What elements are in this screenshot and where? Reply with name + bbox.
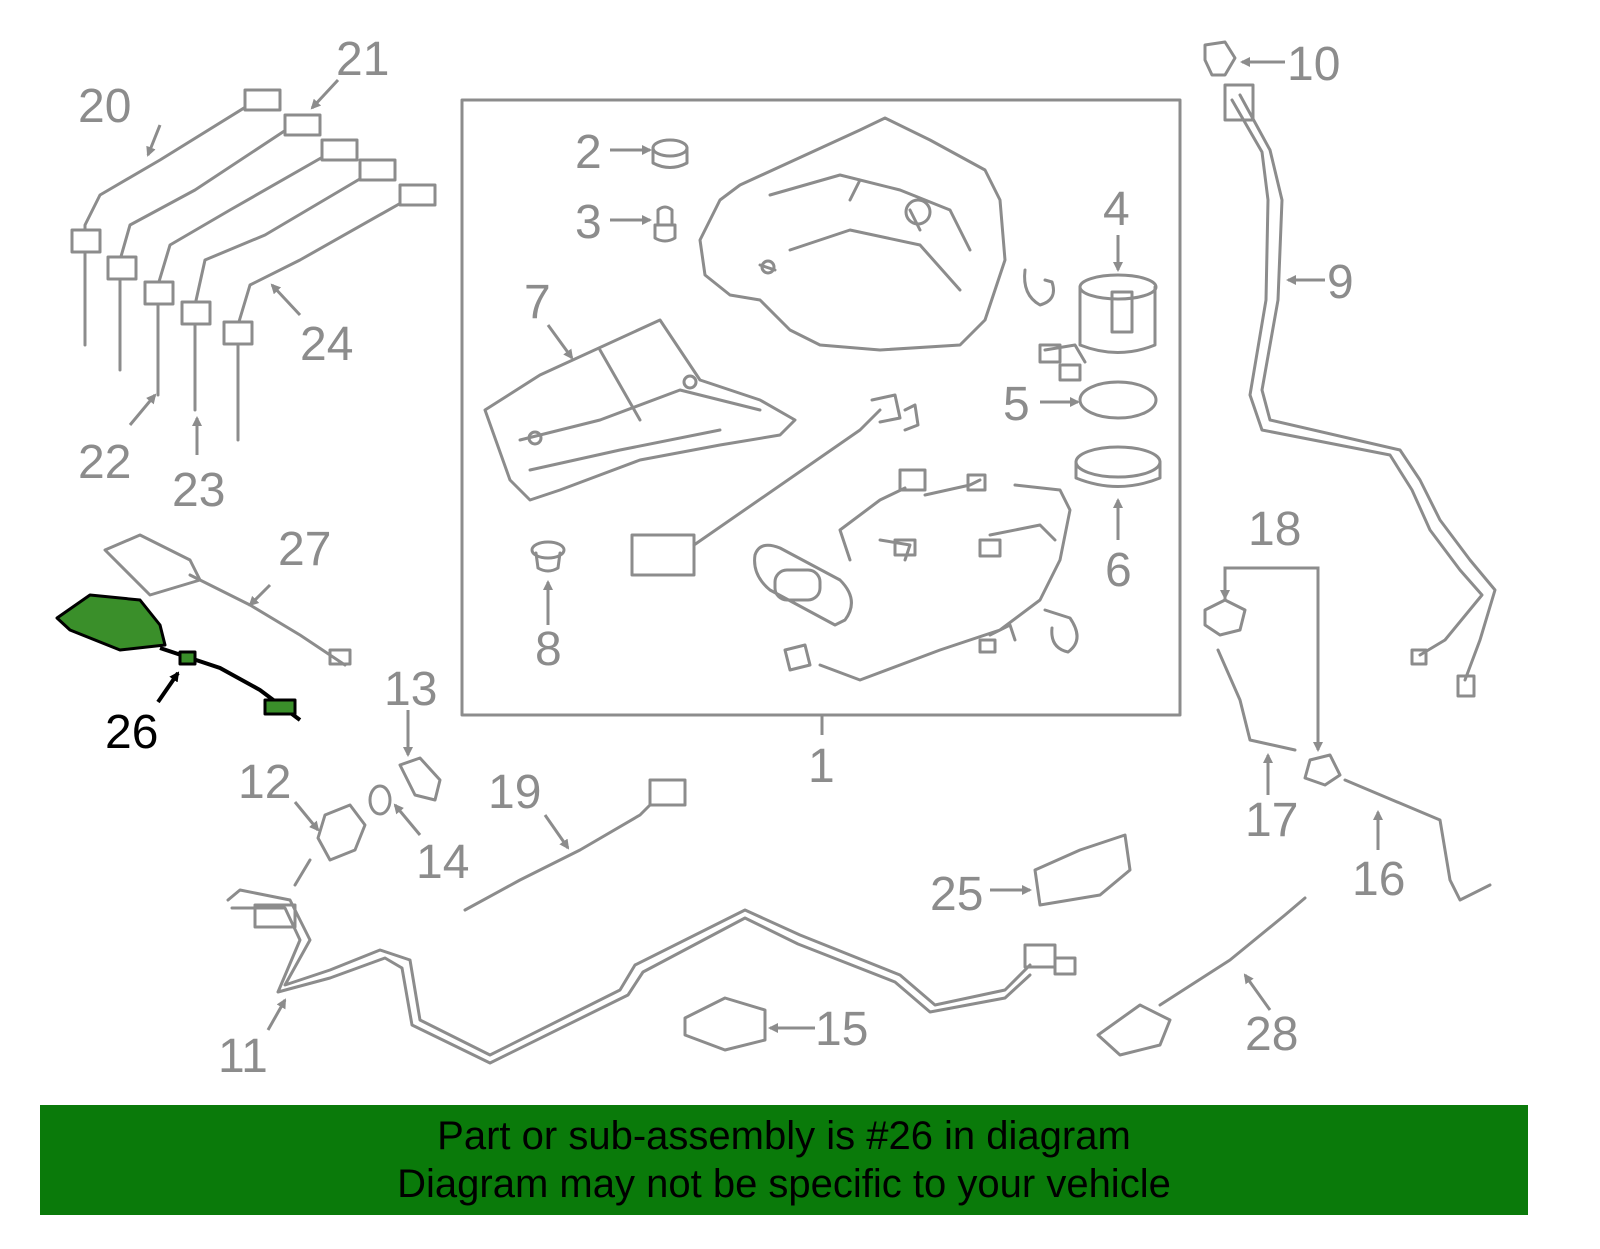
line-11 bbox=[226, 888, 1077, 1065]
clip-part-2 bbox=[1043, 608, 1079, 654]
callout-23: 23 bbox=[172, 464, 225, 517]
lock-ring bbox=[1074, 445, 1162, 488]
leader-arrows bbox=[128, 57, 1383, 1033]
callout-28: 28 bbox=[1245, 1008, 1298, 1061]
clip-part bbox=[1023, 268, 1055, 307]
grommet bbox=[530, 540, 566, 573]
wiring-harness bbox=[630, 393, 1072, 682]
callout-11: 11 bbox=[218, 1030, 268, 1083]
sensor-25 bbox=[1033, 833, 1132, 907]
plug-part bbox=[653, 205, 677, 243]
callout-2: 2 bbox=[575, 126, 602, 179]
o-ring-14 bbox=[368, 784, 392, 816]
callout-25: 25 bbox=[930, 868, 983, 921]
callout-13: 13 bbox=[384, 663, 437, 716]
callout-22: 22 bbox=[78, 436, 131, 489]
banner-line-2: Diagram may not be specific to your vehi… bbox=[397, 1162, 1171, 1206]
callout-18: 18 bbox=[1248, 503, 1301, 556]
sensor-28 bbox=[1096, 896, 1307, 1057]
callout-7: 7 bbox=[524, 276, 551, 329]
callout-21: 21 bbox=[336, 33, 389, 86]
sensor-19 bbox=[463, 778, 687, 912]
callout-20: 20 bbox=[78, 80, 131, 133]
callout-15: 15 bbox=[815, 1003, 868, 1056]
callout-24: 24 bbox=[300, 318, 353, 371]
banner-line-1: Part or sub-assembly is #26 in diagram bbox=[437, 1114, 1131, 1158]
callout-16: 16 bbox=[1352, 853, 1405, 906]
callout-3: 3 bbox=[575, 196, 602, 249]
callout-26: 26 bbox=[105, 706, 158, 759]
cap-part bbox=[651, 138, 689, 169]
callout-numbers: 1 2 3 4 5 6 7 8 9 10 11 12 13 14 15 16 1… bbox=[78, 33, 1405, 1083]
filler-pipe bbox=[1223, 83, 1497, 698]
lines-16-18 bbox=[1203, 598, 1492, 902]
fuel-tank bbox=[698, 116, 1007, 352]
module-15 bbox=[683, 996, 767, 1052]
callout-12: 12 bbox=[238, 756, 291, 809]
o-ring bbox=[1078, 380, 1158, 420]
callout-19: 19 bbox=[488, 766, 541, 819]
callout-5: 5 bbox=[1003, 378, 1030, 431]
sensor-27 bbox=[103, 533, 352, 667]
fuel-pump bbox=[1038, 273, 1158, 382]
sensor-26-highlighted bbox=[55, 593, 302, 722]
callout-6: 6 bbox=[1105, 544, 1132, 597]
callout-8: 8 bbox=[535, 623, 562, 676]
heat-shield bbox=[483, 318, 797, 502]
callout-1: 1 bbox=[808, 740, 835, 793]
callout-27: 27 bbox=[278, 523, 331, 576]
filler-cap bbox=[1203, 40, 1237, 77]
callout-17: 17 bbox=[1245, 794, 1298, 847]
callout-4: 4 bbox=[1103, 183, 1130, 236]
sensor-group-20-24 bbox=[70, 88, 437, 442]
clip-13 bbox=[398, 756, 442, 802]
valve-12 bbox=[293, 803, 367, 887]
tank-assembly-box bbox=[460, 98, 1182, 735]
callout-14: 14 bbox=[416, 836, 469, 889]
callout-10: 10 bbox=[1287, 38, 1340, 91]
callout-9: 9 bbox=[1327, 256, 1354, 309]
pump-module bbox=[753, 543, 853, 627]
info-banner: Part or sub-assembly is #26 in diagram D… bbox=[40, 1105, 1528, 1215]
